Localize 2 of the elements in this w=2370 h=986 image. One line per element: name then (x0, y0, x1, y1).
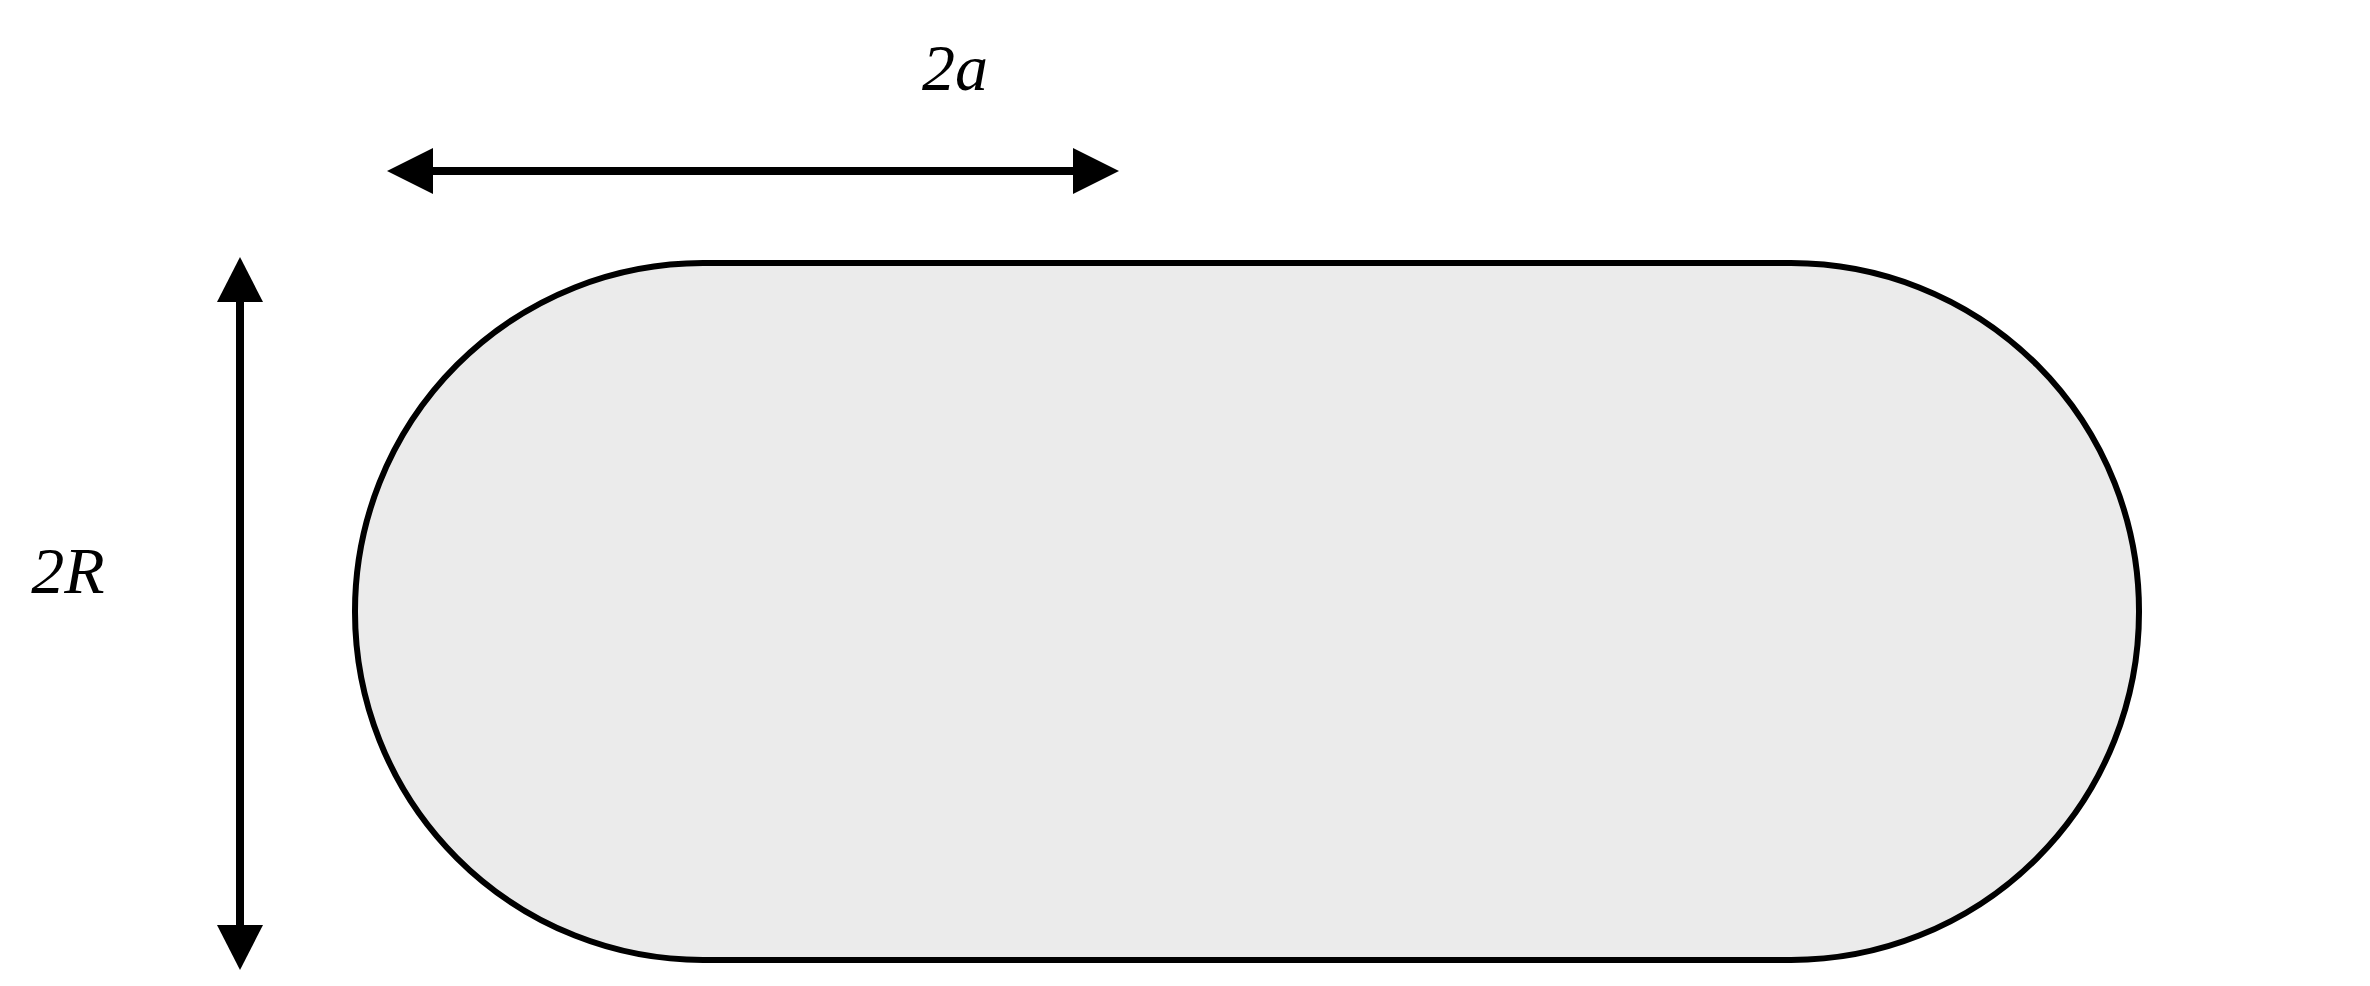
dimension-label: 2a (922, 35, 988, 101)
dimension-label: 2R (31, 538, 105, 604)
